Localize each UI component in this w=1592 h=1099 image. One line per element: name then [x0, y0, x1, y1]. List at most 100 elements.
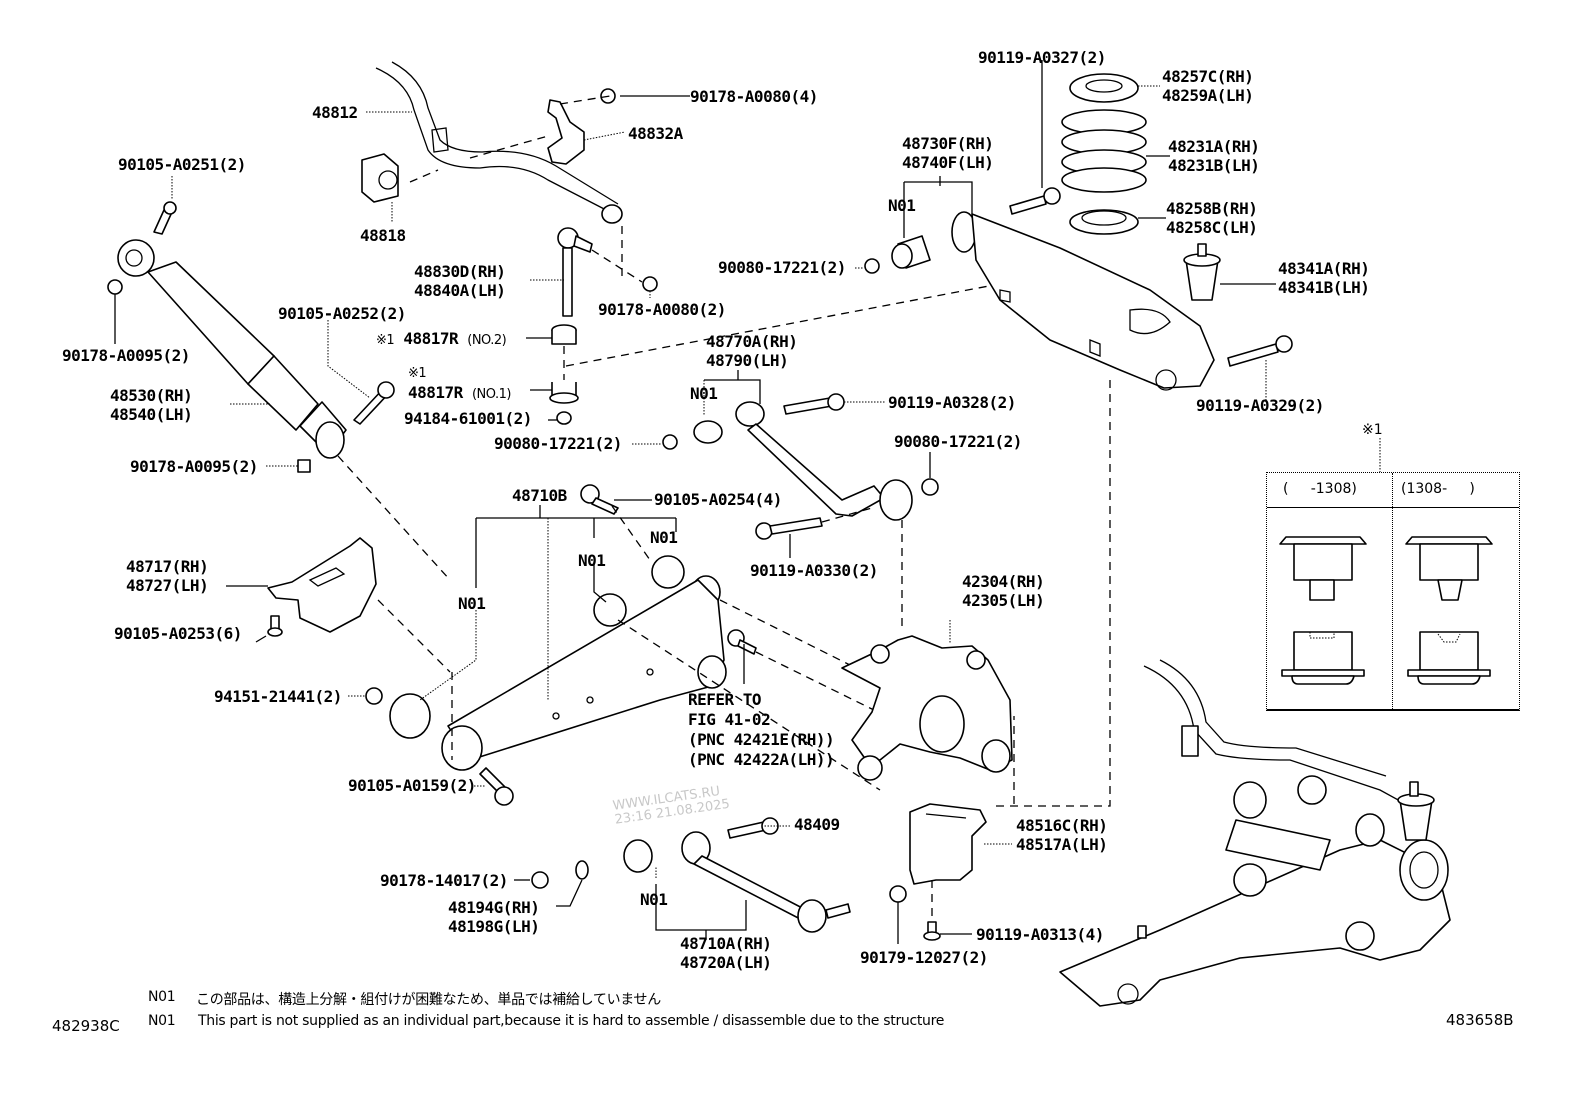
label-lower-arm-bolt[interactable]: 90105-A0254(4) — [654, 490, 782, 509]
label-shock-lower-nut[interactable]: 90178-A0095(2) — [130, 457, 258, 476]
label-lower-arm-n01-c[interactable]: N01 — [650, 528, 678, 547]
label-shock-lh[interactable]: 48540(LH) — [110, 405, 193, 424]
upper-arm-bolt — [783, 393, 845, 415]
label-lower-spring-insulator-lh[interactable]: 48258C(LH) — [1166, 218, 1258, 237]
label-cushion-no1[interactable]: 48817R (NO.1) — [408, 383, 511, 404]
label-refer-line-4[interactable]: (PNC 42422A(LH)) — [688, 750, 835, 769]
trailing-arm-nut — [864, 258, 880, 274]
label-toe-arm-n01[interactable]: N01 — [640, 890, 668, 909]
label-toe-bolt[interactable]: 48409 — [794, 815, 840, 834]
label-carrier-lh[interactable]: 42305(LH) — [962, 591, 1045, 610]
upper-arm-bushing — [693, 420, 723, 444]
lower-arm-bushings — [389, 555, 685, 739]
label-trailing-arm-lh[interactable]: 48740F(LH) — [902, 153, 994, 172]
label-bump-stopper-lh[interactable]: 48341B(LH) — [1278, 278, 1370, 297]
cushion-no2-part: 48817R — [403, 329, 459, 348]
camber-bolt — [727, 629, 757, 655]
cushion-no2 — [551, 324, 577, 345]
cushion-no2-mark: ※1 — [376, 333, 395, 348]
label-lower-arm-inner-bolt[interactable]: 90105-A0159(2) — [348, 776, 476, 795]
label-coil-spring-rh[interactable]: 48231A(RH) — [1168, 137, 1260, 156]
label-shock-lower-bolt[interactable]: 90105-A0252(2) — [278, 304, 406, 323]
lower-arm-inner-bolt — [479, 767, 514, 806]
cushion-no2-sub: (NO.2) — [467, 333, 507, 348]
label-trailing-arm-n01[interactable]: N01 — [888, 196, 916, 215]
mount-bracket — [267, 537, 377, 633]
label-upper-spring-insulator-rh[interactable]: 48257C(RH) — [1162, 67, 1254, 86]
toe-bolt — [727, 817, 779, 839]
label-link-rh[interactable]: 48830D(RH) — [414, 262, 506, 281]
label-stabilizer-bar[interactable]: 48812 — [312, 103, 358, 122]
label-shock-upper-nut[interactable]: 90178-A0095(2) — [62, 346, 190, 365]
inset-bushing-drawings — [1279, 536, 1493, 685]
mount-bracket-bolt — [267, 615, 283, 637]
toe-arm — [681, 831, 827, 933]
label-shock-upper-bolt[interactable]: 90105-A0251(2) — [118, 155, 246, 174]
shock-lower-bolt — [353, 381, 395, 425]
upper-arm-outer-nut — [921, 478, 939, 496]
label-refer-line-2[interactable]: FIG 41-02 — [688, 710, 771, 729]
cushion-no1-part: 48817R — [408, 383, 463, 402]
label-bracket-nut[interactable]: 90179-12027(2) — [860, 948, 988, 967]
label-upper-arm-nut[interactable]: 90080-17221(2) — [894, 432, 1022, 451]
label-upper-arm-bolt[interactable]: 90119-A0328(2) — [888, 393, 1016, 412]
trailing-arm-bolt — [1009, 187, 1061, 215]
axle-carrier — [841, 635, 1013, 781]
label-bump-stopper-rh[interactable]: 48341A(RH) — [1278, 259, 1370, 278]
label-arm-bracket-lh[interactable]: 48517A(LH) — [1016, 835, 1108, 854]
label-cam-rh[interactable]: 48194G(RH) — [448, 898, 540, 917]
label-trailing-arm-nut[interactable]: 90080-17221(2) — [718, 258, 846, 277]
label-upper-arm-n01[interactable]: N01 — [690, 384, 718, 403]
label-trailing-arm-rear-bolt[interactable]: 90119-A0329(2) — [1196, 396, 1324, 415]
bracket-bolt — [923, 921, 941, 941]
label-arm-upper-nut[interactable]: 90080-17221(2) — [494, 434, 622, 453]
label-cam-lh[interactable]: 48198G(LH) — [448, 917, 540, 936]
bracket-nut — [889, 885, 907, 903]
label-lower-arm[interactable]: 48710B — [512, 486, 567, 505]
label-carrier-rh[interactable]: 42304(RH) — [962, 572, 1045, 591]
label-lower-arm-n01-a[interactable]: N01 — [458, 594, 486, 613]
label-toe-arm-rh[interactable]: 48710A(RH) — [680, 934, 772, 953]
link-nut — [642, 276, 658, 292]
label-upper-arm-outer-bolt[interactable]: 90119-A0330(2) — [750, 561, 878, 580]
trailing-arm-rear-bolt — [1227, 335, 1293, 367]
label-refer-line-1: REFER TO — [688, 690, 762, 709]
label-trailing-arm-bolt[interactable]: 90119-A0327(2) — [978, 48, 1106, 67]
label-trailing-arm-rh[interactable]: 48730F(RH) — [902, 134, 994, 153]
label-link-nut[interactable]: 90178-A0080(2) — [598, 300, 726, 319]
shock-lower-nut — [297, 459, 311, 473]
label-link-lh[interactable]: 48840A(LH) — [414, 281, 506, 300]
label-upper-arm-rh[interactable]: 48770A(RH) — [706, 332, 798, 351]
label-cushion-no2[interactable]: ※1 48817R (NO.2) — [376, 329, 507, 350]
inset-header — [1267, 473, 1519, 508]
label-upper-arm-lh[interactable]: 48790(LH) — [706, 351, 789, 370]
label-toe-arm-lh[interactable]: 48720A(LH) — [680, 953, 772, 972]
lower-spring-insulator — [1069, 209, 1139, 235]
label-stabilizer-bracket-nut[interactable]: 90178-A0080(4) — [690, 87, 818, 106]
label-mount-bracket-bolt[interactable]: 90105-A0253(6) — [114, 624, 242, 643]
label-lower-spring-insulator-rh[interactable]: 48258B(RH) — [1166, 199, 1258, 218]
coil-spring — [1061, 109, 1147, 193]
note-n01-label-en: N01 — [148, 1013, 176, 1029]
label-refer-line-3[interactable]: (PNC 42421E(RH)) — [688, 730, 835, 749]
label-lower-arm-nut[interactable]: 94151-21441(2) — [214, 687, 342, 706]
label-cushion-nut[interactable]: 94184-61001(2) — [404, 409, 532, 428]
label-bracket-bolt[interactable]: 90119-A0313(4) — [976, 925, 1104, 944]
label-stabilizer-bracket[interactable]: 48832A — [628, 124, 683, 143]
label-mount-bracket-lh[interactable]: 48727(LH) — [126, 576, 209, 595]
stabilizer-link — [557, 227, 593, 317]
label-toe-nut[interactable]: 90178-14017(2) — [380, 871, 508, 890]
leader-lines — [114, 60, 1381, 944]
inset-col-before-1308: ( -1308) — [1283, 481, 1357, 497]
label-coil-spring-lh[interactable]: 48231B(LH) — [1168, 156, 1260, 175]
label-stabilizer-bushing[interactable]: 48818 — [360, 226, 406, 245]
label-upper-spring-insulator-lh[interactable]: 48259A(LH) — [1162, 86, 1254, 105]
inset-divider — [1392, 473, 1393, 709]
inset-col-after-1308: (1308- ) — [1401, 481, 1475, 497]
label-shock-rh[interactable]: 48530(RH) — [110, 386, 193, 405]
label-lower-arm-n01-b[interactable]: N01 — [578, 551, 606, 570]
upper-spring-insulator — [1069, 73, 1139, 103]
label-arm-bracket-rh[interactable]: 48516C(RH) — [1016, 816, 1108, 835]
label-mount-bracket-rh[interactable]: 48717(RH) — [126, 557, 209, 576]
